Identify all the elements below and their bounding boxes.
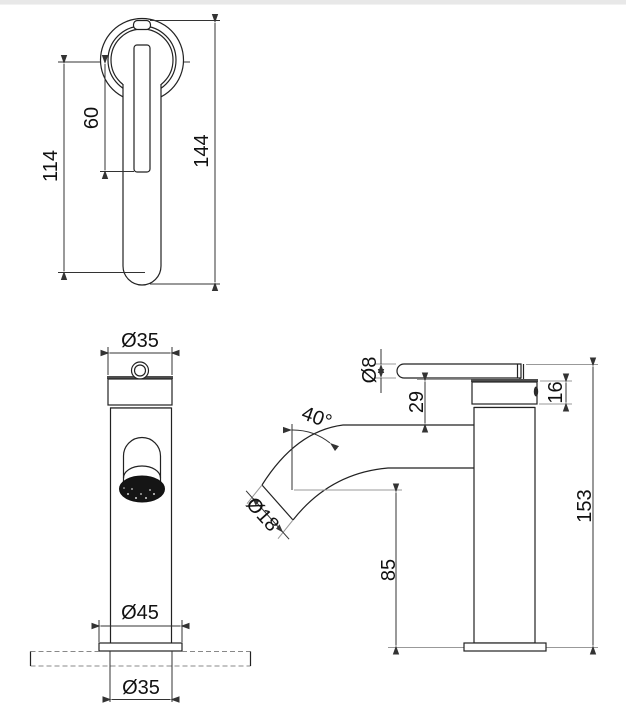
side-view-dimensions: Ø8 29 16 40° Ø18 — [241, 349, 598, 655]
dim-label-outlet-height: 85 — [378, 559, 400, 581]
front-view: Ø35 — [29, 330, 252, 703]
lever-side — [396, 363, 522, 379]
base-flange-side — [463, 642, 547, 652]
cap-side — [471, 381, 538, 405]
body-side — [473, 406, 536, 644]
ext-d18-upper — [246, 484, 263, 505]
dim-label-base-diameter: Ø45 — [121, 602, 159, 624]
dim-label-spout-clearance: 29 — [406, 391, 428, 413]
set-screw — [533, 386, 539, 397]
dim-label-60: 60 — [81, 107, 103, 129]
front-view-dimensions-top: Ø35 — [100, 330, 180, 375]
top-view-dimensions: 60 114 144 — [40, 13, 220, 291]
spout-tip-face — [261, 484, 294, 521]
aerator-speckles — [123, 487, 155, 499]
spout-tube-edge — [122, 465, 162, 479]
ext-d18-lower — [277, 519, 294, 540]
outlet-aerator — [119, 475, 165, 503]
side-view: Ø8 29 16 40° Ø18 — [241, 349, 598, 655]
d18-arrow-upper — [252, 497, 260, 506]
cap-front — [107, 378, 173, 406]
dim-label-114: 114 — [40, 150, 62, 182]
d18-arrow-lower — [276, 524, 284, 533]
spout-bottom-edge — [292, 467, 474, 521]
top-border-strip — [0, 0, 626, 5]
dim-label-spout-angle: 40° — [299, 402, 335, 433]
dim-label-spout-diameter: Ø18 — [241, 493, 283, 536]
dim-label-144: 144 — [191, 134, 213, 167]
top-view-geometry — [58, 17, 190, 286]
front-view-geometry — [107, 361, 173, 645]
spout-top-edge — [261, 424, 474, 486]
side-view-geometry — [261, 363, 598, 644]
dim-label-top-diameter: Ø35 — [121, 330, 159, 352]
base-flange-front — [98, 642, 183, 652]
index-tab — [132, 19, 152, 31]
top-view: 60 114 144 — [40, 13, 220, 291]
spout-housing-front — [122, 436, 162, 487]
dim-label-lever-diameter: Ø8 — [359, 357, 381, 384]
dim-label-shank-diameter: Ø35 — [122, 677, 160, 699]
dim-label-cap-height: 16 — [545, 381, 567, 403]
angle-arc — [282, 426, 340, 452]
lever-top-view — [133, 44, 151, 173]
front-view-dimensions-bottom: Ø45 Ø35 — [29, 602, 252, 703]
dim-label-total-height: 153 — [574, 489, 596, 522]
knob-inner — [133, 364, 147, 377]
spout-top-view — [122, 84, 162, 286]
